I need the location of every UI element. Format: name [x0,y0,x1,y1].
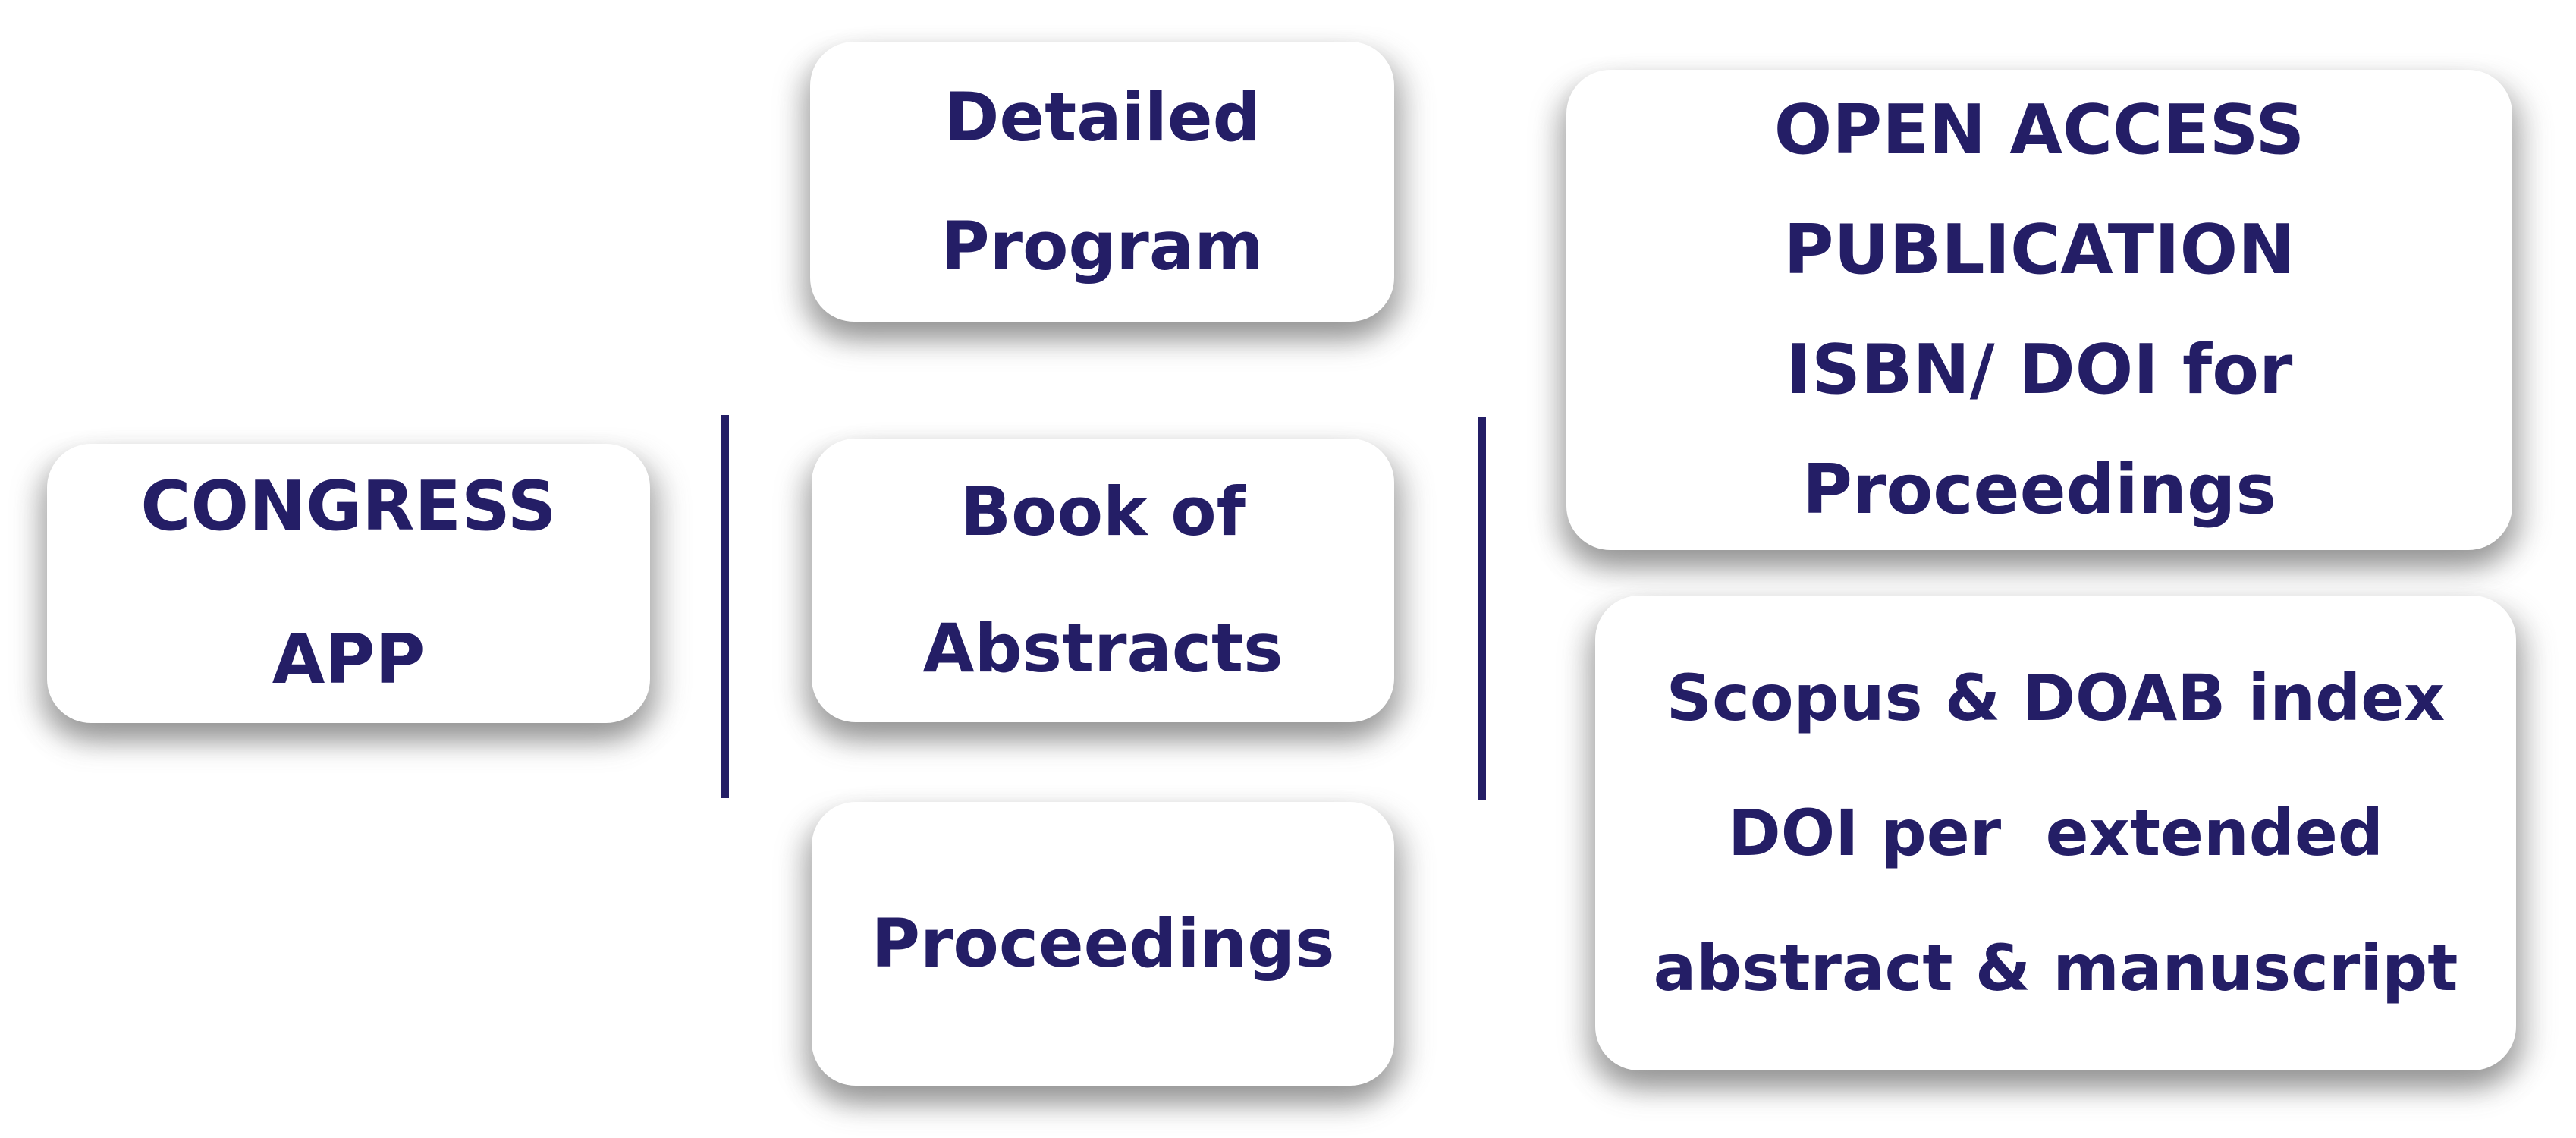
detailed-program-card: Detailed Program [810,42,1394,322]
open-access-publication-card: OPEN ACCESS PUBLICATION ISBN/ DOI for Pr… [1566,70,2512,550]
card-line: Program [941,206,1264,285]
card-line: Abstracts [922,609,1283,687]
card-line: OPEN ACCESS [1773,90,2305,170]
proceedings-card: Proceedings [812,802,1394,1086]
card-line: PUBLICATION [1783,209,2295,290]
book-of-abstracts-card: Book of Abstracts [812,439,1394,722]
column-divider-right [1478,417,1486,800]
congress-app-card: CONGRESS APP [47,444,650,723]
card-line: Scopus & DOAB index [1666,661,2446,735]
column-divider-left [721,415,729,798]
card-line: Proceedings [871,904,1335,982]
card-line: ISBN/ DOI for [1786,329,2293,410]
card-line: Book of [960,473,1246,551]
card-line: APP [272,620,426,699]
card-line: DOI per extended [1728,796,2383,870]
card-line: abstract & manuscript [1653,931,2458,1005]
indexing-card: Scopus & DOAB index DOI per extended abs… [1595,596,2516,1070]
card-line: Detailed [944,77,1261,156]
card-line: CONGRESS [140,467,557,546]
card-line: Proceedings [1802,449,2276,530]
